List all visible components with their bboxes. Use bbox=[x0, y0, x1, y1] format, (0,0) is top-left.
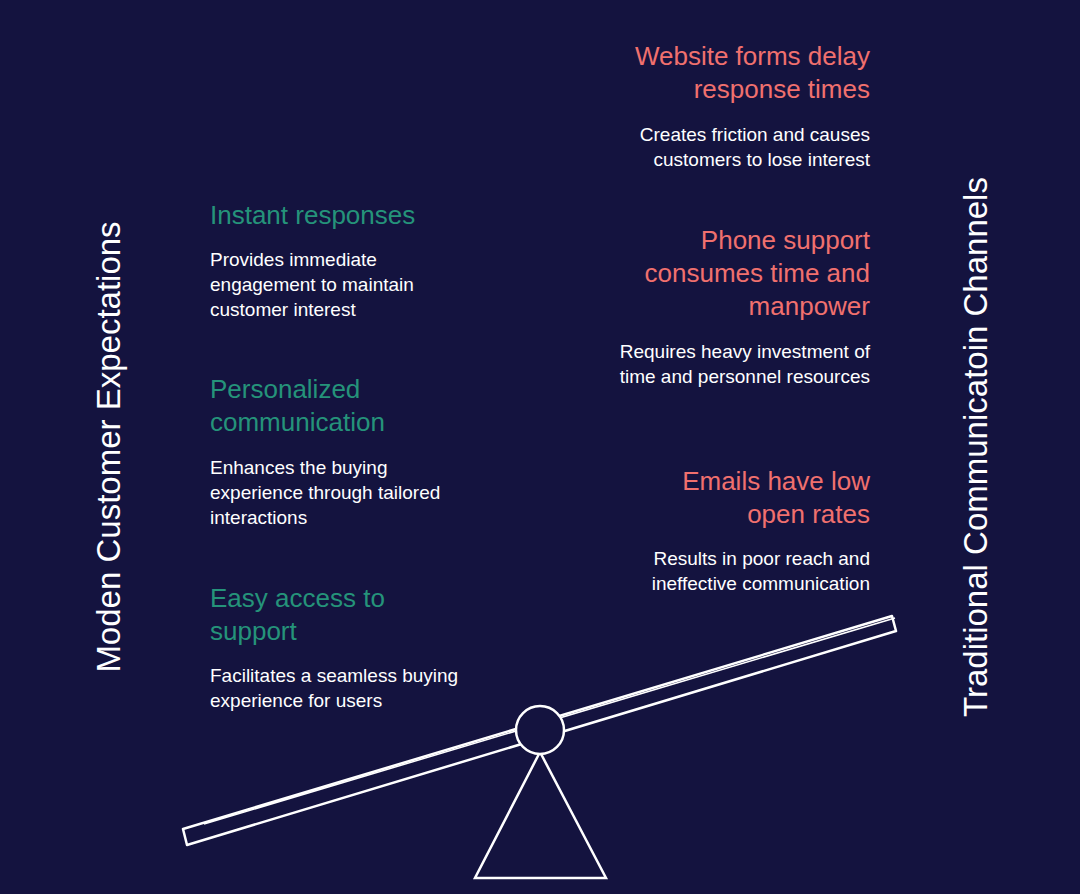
expectation-text: Facilitates a seamless buying experience… bbox=[210, 663, 480, 713]
expectation-heading: Instant responses bbox=[210, 199, 480, 232]
channel-text: Creates friction and causes customers to… bbox=[600, 122, 870, 172]
channel-text: Requires heavy investment of time and pe… bbox=[612, 339, 870, 389]
beam-edge bbox=[204, 618, 895, 824]
expectation-text: Provides immediate engagement to maintai… bbox=[210, 247, 455, 322]
channel-heading: Emails have low open rates bbox=[655, 465, 870, 531]
seesaw-beam bbox=[183, 616, 896, 845]
pivot-circle bbox=[516, 706, 564, 754]
fulcrum-triangle bbox=[475, 752, 606, 878]
side-heading: Traditional Communicatoin Channels bbox=[959, 177, 992, 717]
expectation-heading: Easy access to support bbox=[210, 582, 440, 648]
channel-heading: Phone support consumes time and manpower bbox=[620, 224, 870, 323]
channel-text: Results in poor reach and ineffective co… bbox=[610, 546, 870, 596]
channel-heading: Website forms delay response times bbox=[600, 40, 870, 106]
expectation-text: Enhances the buying experience through t… bbox=[210, 455, 475, 530]
side-heading: Moden Customer Expectations bbox=[92, 221, 125, 672]
expectation-heading: Personalized communication bbox=[210, 373, 440, 439]
